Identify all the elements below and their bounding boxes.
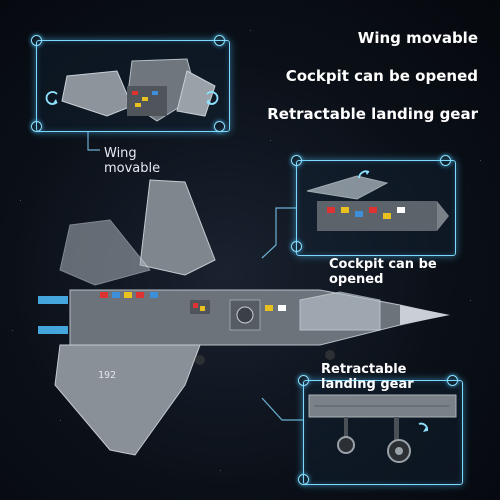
rotate-right-arrow-icon xyxy=(206,91,219,105)
headline-landing-gear: Retractable landing gear xyxy=(267,105,478,123)
cockpit-detail-frame xyxy=(296,160,456,256)
landing-gear-detail-frame xyxy=(303,380,463,485)
wing-frame-corner-icon xyxy=(31,121,42,132)
cockpit-detail-illustration xyxy=(306,175,449,231)
landing-gear-detail-illustration xyxy=(308,394,457,463)
gear-frame-corner-icon xyxy=(447,375,458,386)
callout-cockpit-opened: Cockpit can be opened xyxy=(329,257,437,287)
cockpit-frame-corner-icon xyxy=(440,155,451,166)
cockpit-frame-corner-icon xyxy=(291,241,302,252)
gear-frame-corner-icon xyxy=(298,474,309,485)
gear-retract-arrow-icon xyxy=(418,422,429,432)
cockpit-frame-corner-icon xyxy=(291,155,302,166)
wing-frame-corner-icon xyxy=(214,35,225,46)
rotate-left-arrow-icon xyxy=(45,91,58,105)
tail-number: 192 xyxy=(98,370,117,381)
canopy-open-arrow-icon xyxy=(358,170,370,179)
wing-frame-corner-icon xyxy=(214,121,225,132)
gear-frame-corner-icon xyxy=(298,375,309,386)
wing-frame-corner-icon xyxy=(31,35,42,46)
callout-wing-movable: Wing movable xyxy=(104,146,161,176)
wing-detail-frame xyxy=(36,40,230,132)
callout-landing-gear: Retractable landing gear xyxy=(321,362,414,392)
headline-cockpit-opened: Cockpit can be opened xyxy=(285,67,478,85)
headline-wing-movable: Wing movable xyxy=(357,29,478,47)
wing-detail-illustration xyxy=(61,58,216,122)
